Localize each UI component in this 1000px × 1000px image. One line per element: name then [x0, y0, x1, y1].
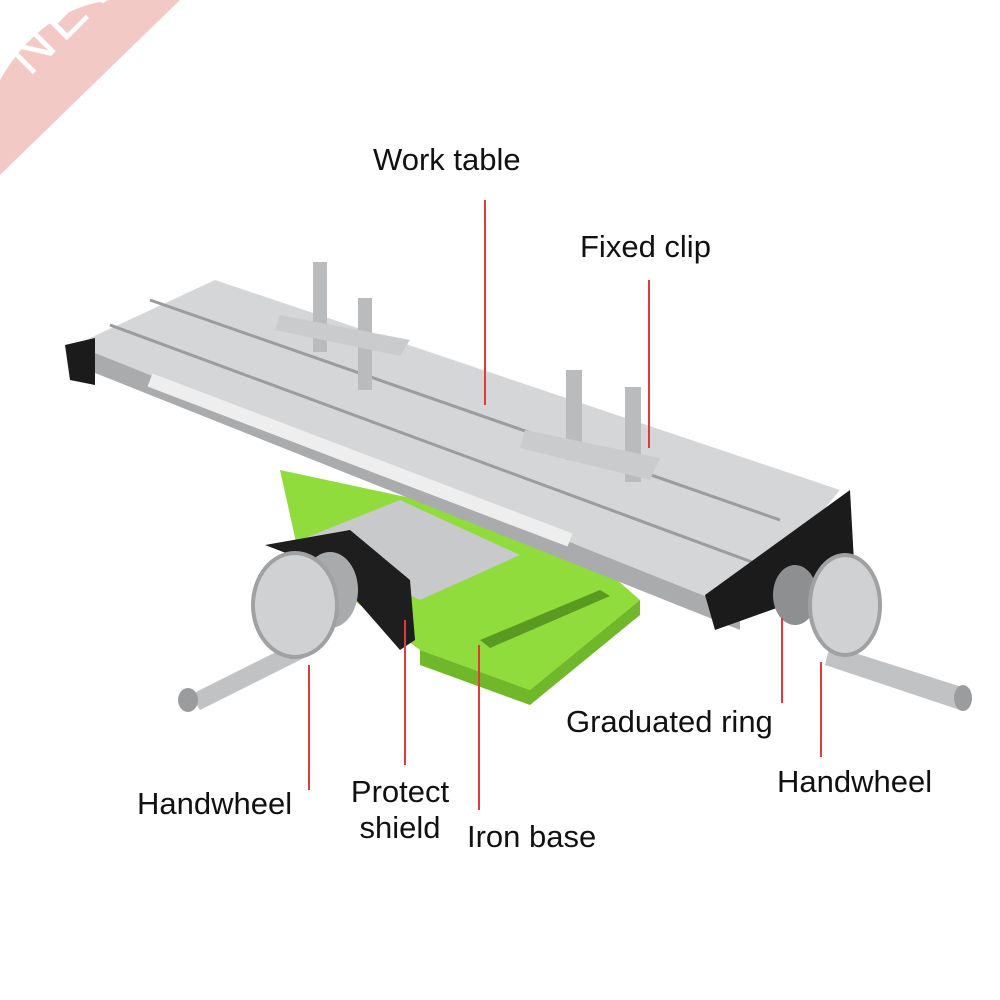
protect-shield: [265, 530, 415, 650]
leader-handwheel-right: [820, 662, 822, 757]
label-fixed-clip: Fixed clip: [580, 229, 711, 264]
handwheel-left: [251, 551, 339, 659]
label-protect-shield-line2: shield: [359, 810, 441, 845]
leader-handwheel-left: [308, 665, 310, 790]
handwheel-right: [808, 553, 882, 657]
leader-work-table: [484, 200, 486, 405]
new-badge: [0, 0, 180, 175]
leader-iron-base: [478, 645, 480, 810]
fixed-clip: [566, 370, 582, 460]
label-handwheel-left: Handwheel: [137, 786, 293, 821]
label-handwheel-right: Handwheel: [777, 764, 933, 799]
end-cap: [705, 490, 855, 630]
leader-fixed-clip: [648, 280, 650, 448]
label-protect-shield-line1: Protect: [350, 774, 450, 809]
label-work-table: Work table: [373, 142, 521, 177]
graduated-ring: [773, 565, 817, 625]
work-table: [75, 280, 840, 610]
label-graduated-ring: Graduated ring: [566, 704, 773, 739]
leader-protect-shield: [404, 620, 406, 765]
leader-graduated-ring: [781, 618, 783, 703]
label-iron-base: Iron base: [467, 819, 597, 854]
label-protect-shield: Protect shield: [340, 774, 460, 846]
